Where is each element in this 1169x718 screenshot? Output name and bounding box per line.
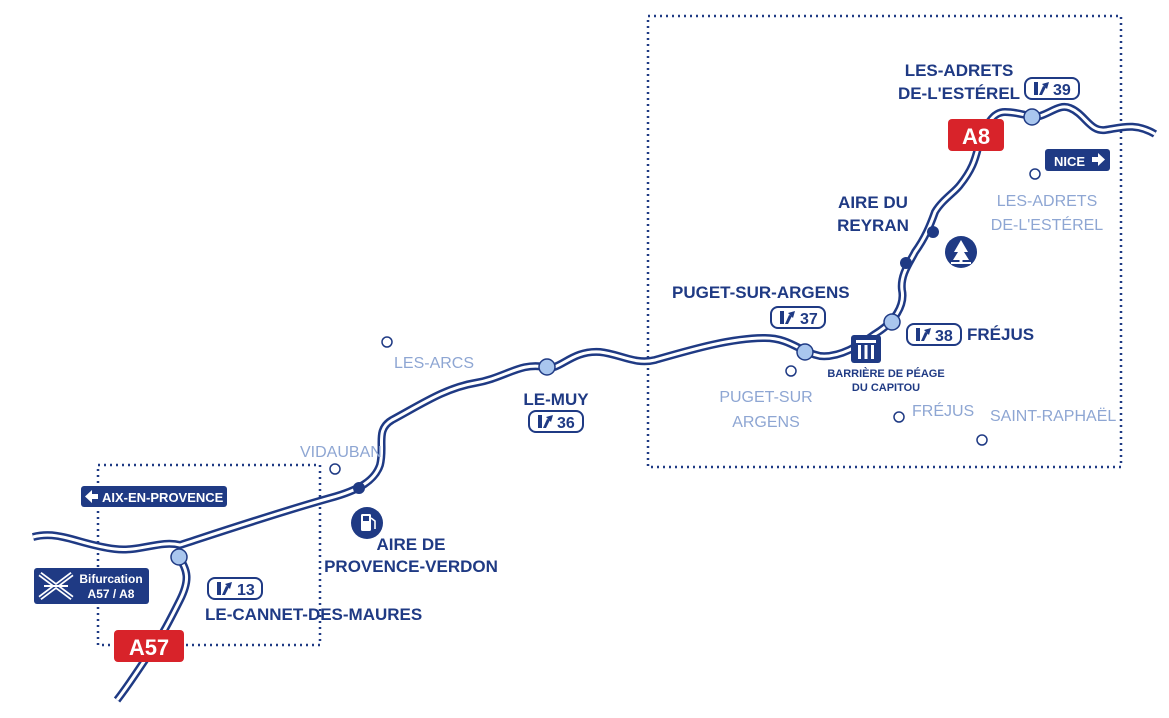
arrow-right-icon [1092,153,1105,166]
town-label-saint-raphael: SAINT-RAPHAËL [990,407,1116,425]
interchange-icon [38,572,74,600]
town-dot-saint-raphael [976,434,988,446]
town-label-adrets-1: LES-ADRETS [997,193,1097,210]
exit-36[interactable]: 36 [528,410,584,433]
bifurcation-line-2: A57 / A8 [88,587,135,601]
svg-text:A57: A57 [129,635,169,660]
exit-ramp-icon [538,415,553,428]
aire-provence-line-1: AIRE DE [377,535,446,554]
node-exit-36[interactable] [538,358,556,376]
town-label-puget-1: PUGET-SUR [719,389,812,406]
exit-39[interactable]: 39 [1024,77,1080,100]
picnic-tree-icon[interactable] [945,236,977,268]
exit-13-name: LE-CANNET-DES-MAURES [205,605,422,624]
node-toll[interactable] [900,257,912,269]
node-aire-provence[interactable] [353,482,365,494]
exit-37-name: PUGET-SUR-ARGENS [672,283,850,302]
town-dot-puget [785,365,797,377]
exit-39-name-1: LES-ADRETS [905,61,1014,80]
town-label-les-arcs: LES-ARCS [394,355,474,372]
exit-13[interactable]: 13 [207,577,263,600]
town-label-frejus: FRÉJUS [912,401,974,420]
node-bifurcation[interactable] [170,548,188,566]
exit-ramp-icon [217,582,232,595]
town-dot-frejus [893,411,905,423]
toll-line-1: BARRIÈRE DE PÉAGE [827,367,944,380]
town-label-puget-2: ARGENS [732,414,800,431]
exit-38[interactable]: 38 [906,323,962,346]
node-exit-38[interactable] [883,313,901,331]
exit-38-name: FRÉJUS [967,325,1034,344]
toll-line-2: DU CAPITOU [852,382,920,394]
town-label-adrets-2: DE-L'ESTÉREL [991,215,1104,234]
aire-provence-line-2: PROVENCE-VERDON [324,557,498,576]
svg-text:NICE: NICE [1054,154,1085,169]
svg-text:38: 38 [935,328,953,345]
a57-shield: A57 [114,630,184,662]
a8-motorway [31,103,1158,554]
node-exit-39[interactable] [1023,108,1041,126]
exit-ramp-icon [1034,82,1049,95]
aire-reyran-line-2: REYRAN [837,216,909,235]
svg-text:39: 39 [1053,82,1071,99]
town-dot-les-arcs [381,336,393,348]
svg-text:AIX-EN-PROVENCE: AIX-EN-PROVENCE [102,490,224,505]
svg-text:37: 37 [800,311,818,328]
town-label-vidauban: VIDAUBAN [300,444,382,461]
town-dot-vidauban [329,463,341,475]
exit-39-name-2: DE-L'ESTÉREL [898,84,1020,103]
a8-shield: A8 [948,119,1004,151]
exit-36-name: LE-MUY [523,390,589,409]
exit-ramp-icon [780,311,795,324]
exit-ramp-icon [916,328,931,341]
node-exit-37[interactable] [796,343,814,361]
svg-text:36: 36 [557,415,575,432]
node-aire-reyran[interactable] [927,226,939,238]
direction-sign-nice[interactable]: NICE [1045,149,1110,171]
toll-booth-icon[interactable] [851,335,881,363]
zoom-frame-west [96,463,322,647]
fuel-icon[interactable] [351,507,383,539]
aire-reyran-line-1: AIRE DU [838,193,908,212]
bifurcation-line-1: Bifurcation [79,572,142,586]
bifurcation-sign[interactable]: Bifurcation A57 / A8 [34,568,149,604]
svg-text:13: 13 [237,582,255,599]
exit-37[interactable]: 37 [770,306,826,329]
svg-text:A8: A8 [962,124,990,149]
town-dot-les-adrets [1029,168,1041,180]
direction-sign-aix[interactable]: AIX-EN-PROVENCE [81,486,227,507]
arrow-left-icon [85,490,98,503]
